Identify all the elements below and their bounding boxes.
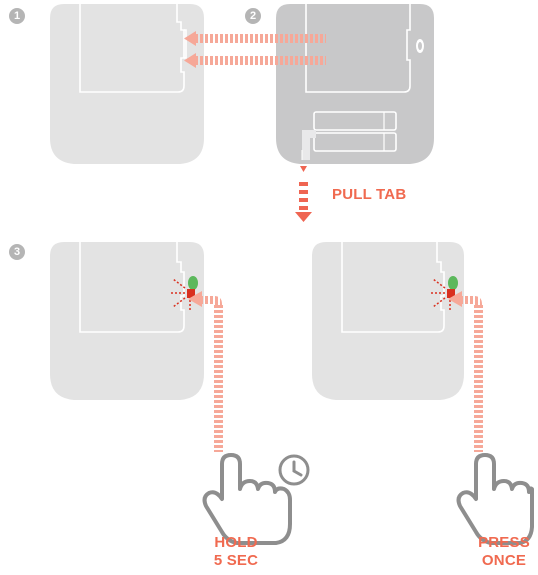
pointing-hand-icon (456, 453, 534, 545)
device-step1 (50, 4, 204, 164)
pull-tab-label: PULL TAB (332, 186, 407, 203)
battery-icon (313, 111, 397, 152)
led-light-icon (430, 276, 458, 312)
press-label-line1: PRESS (478, 534, 530, 551)
led-light-icon (170, 276, 198, 312)
press-label-line2: ONCE (481, 552, 527, 569)
clock-icon (278, 454, 310, 486)
press-arrow (448, 291, 483, 452)
hold-press-arrow (188, 291, 223, 452)
device-step2 (276, 4, 434, 164)
step-badge-3: 3 (9, 244, 25, 260)
step-badge-1: 1 (9, 8, 25, 24)
hold-label-line1: HOLD (214, 534, 258, 551)
step-badge-2: 2 (245, 8, 261, 24)
pull-tab-arrow (295, 166, 312, 222)
press-label: PRESS ONCE (470, 534, 538, 570)
hold-label: HOLD 5 SEC (204, 534, 268, 570)
device-step3-hold (50, 242, 204, 400)
insert-arrows (184, 31, 326, 68)
pointing-hand-icon (202, 453, 292, 545)
hold-label-line2: 5 SEC (213, 552, 259, 569)
device-step3-press (312, 242, 464, 400)
